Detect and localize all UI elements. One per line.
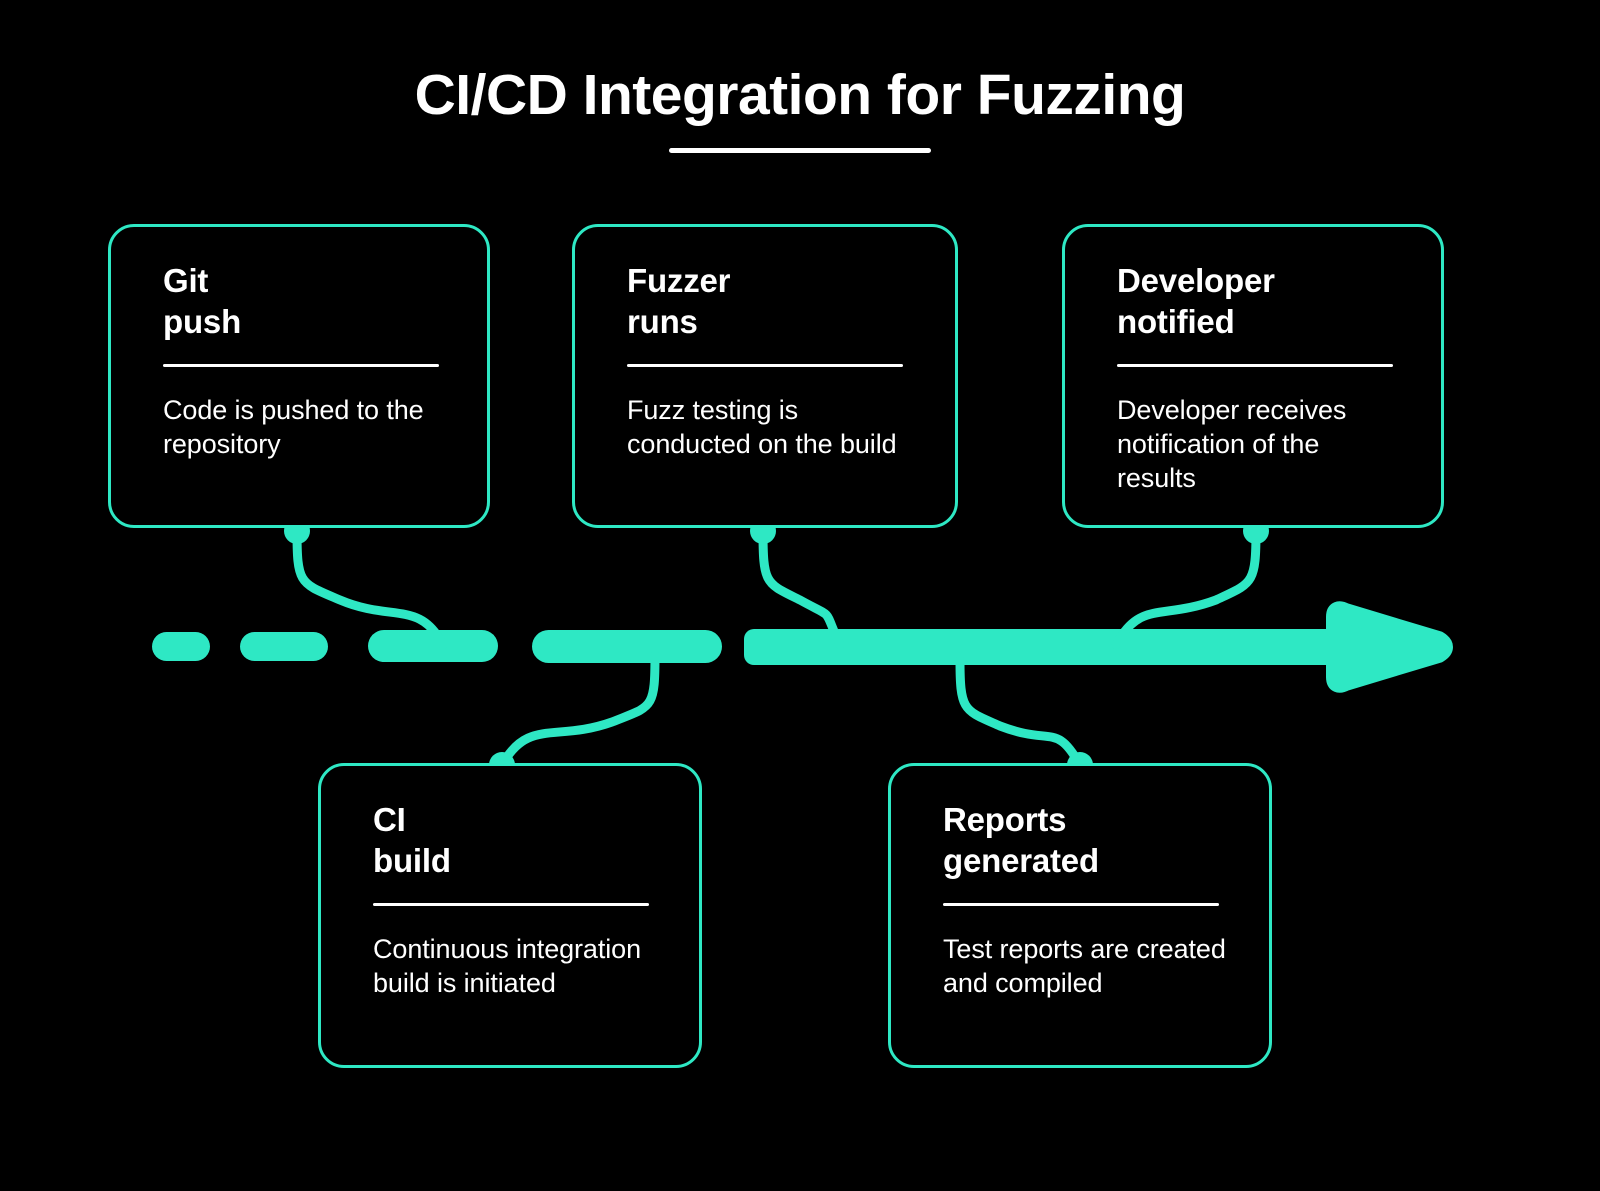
card-content: Fuzzer runs Fuzz testing is conducted on… [575, 261, 955, 461]
card-divider [1117, 364, 1393, 368]
page-title: CI/CD Integration for Fuzzing [414, 63, 1186, 127]
card-body: Continuous integration build is initiate… [373, 934, 641, 999]
title-block: CI/CD Integration for Fuzzing [0, 64, 1600, 153]
card-body: Developer receives notification of the r… [1117, 395, 1347, 494]
title-underline [669, 147, 931, 153]
card-title: Developer notified [1117, 262, 1275, 340]
connector-git-push [284, 518, 448, 650]
card-body: Code is pushed to the repository [163, 395, 424, 460]
timeline-dash-1 [152, 632, 210, 661]
card-divider [943, 903, 1219, 907]
timeline-dash-4 [532, 630, 722, 663]
connector-reports-generated [955, 655, 1093, 778]
card-body: Fuzz testing is conducted on the build [627, 395, 897, 460]
card-title: Reports generated [943, 801, 1099, 879]
step-card-reports-generated[interactable]: Reports generated Test reports are creat… [888, 763, 1272, 1068]
card-content: Git push Code is pushed to the repositor… [111, 261, 487, 461]
card-title: Git push [163, 262, 242, 340]
step-card-git-push[interactable]: Git push Code is pushed to the repositor… [108, 224, 490, 528]
card-body: Test reports are created and compiled [943, 934, 1226, 999]
step-card-ci-build[interactable]: CI build Continuous integration build is… [318, 763, 702, 1068]
card-divider [373, 903, 649, 907]
step-card-fuzzer-runs[interactable]: Fuzzer runs Fuzz testing is conducted on… [572, 224, 958, 528]
connector-developer-notified [1111, 518, 1269, 650]
step-card-developer-notified[interactable]: Developer notified Developer receives no… [1062, 224, 1444, 528]
timeline-dashes [152, 630, 722, 663]
connector-ci-build [489, 650, 660, 778]
card-content: Developer notified Developer receives no… [1065, 261, 1441, 495]
card-title: Fuzzer runs [627, 262, 731, 340]
timeline-dash-3 [368, 630, 498, 662]
timeline-arrow [744, 601, 1453, 693]
card-content: CI build Continuous integration build is… [321, 800, 699, 1000]
arrow-head-icon [1326, 601, 1453, 693]
timeline-bar [744, 629, 1354, 665]
card-divider [163, 364, 439, 368]
card-title: CI build [373, 801, 451, 879]
card-content: Reports generated Test reports are creat… [891, 800, 1269, 1000]
timeline-dash-2 [240, 632, 328, 661]
connector-fuzzer-runs [750, 518, 845, 650]
card-divider [627, 364, 903, 368]
